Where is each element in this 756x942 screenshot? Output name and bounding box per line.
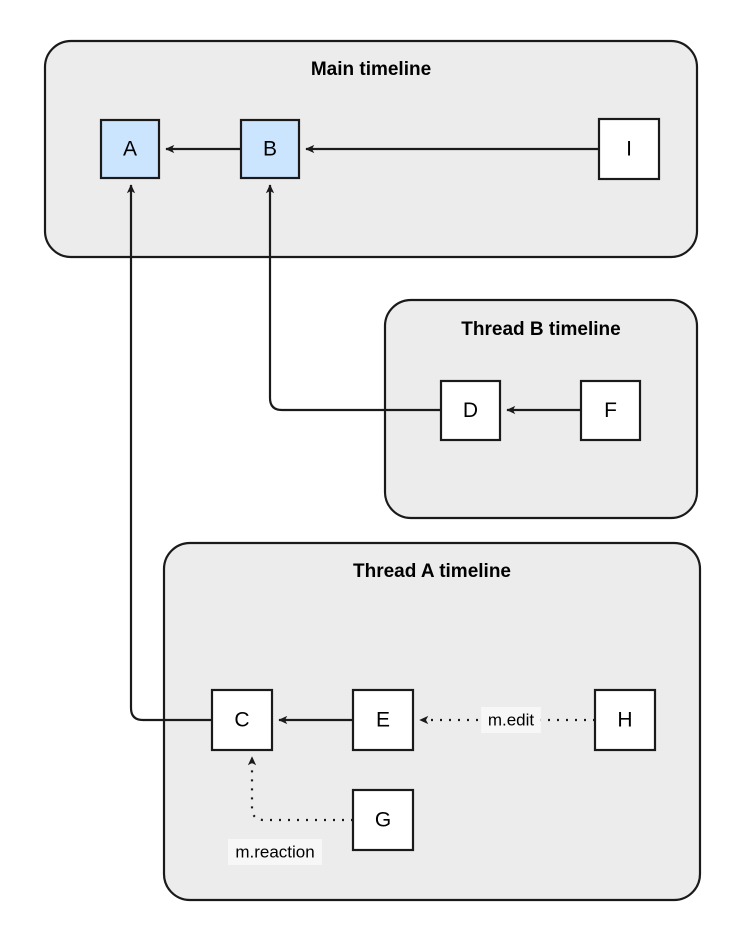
node-label-I: I [626,138,632,161]
node-box-A[interactable] [99,118,161,180]
timeline-group-thread-a: Thread A timeline [162,541,702,902]
event-node-A[interactable]: A [99,118,161,180]
group-title-main: Main timeline [311,59,431,80]
group-background-thread-a [162,541,702,902]
node-label-E: E [376,709,390,732]
node-box-F[interactable] [579,379,642,442]
event-node-G[interactable]: G [351,788,415,852]
event-node-D[interactable]: D [439,379,502,442]
node-label-F: F [604,399,617,422]
node-box-H[interactable] [593,688,657,752]
node-label-C: C [234,709,249,732]
node-label-A: A [123,138,137,161]
edges-layer [126,144,599,822]
edge-label-text-G-to-C: m.reaction [235,842,314,861]
edge-label-background-G-to-C [228,839,322,865]
group-title-thread-a: Thread A timeline [353,561,511,582]
edge-labels-layer: m.edit m.reaction [228,707,541,865]
event-node-C[interactable]: C [210,688,274,752]
event-nodes: A B I D F C E H G [99,117,661,852]
node-label-H: H [617,709,632,732]
event-node-E[interactable]: E [351,688,415,752]
event-node-I[interactable]: I [597,117,661,181]
event-node-B[interactable]: B [239,118,301,180]
node-box-I[interactable] [597,117,661,181]
node-box-D[interactable] [439,379,502,442]
edge-label-text-H-to-E: m.edit [488,710,535,729]
edge-G-to-C [247,756,353,822]
node-label-B: B [263,138,277,161]
event-node-F[interactable]: F [579,379,642,442]
node-box-B[interactable] [239,118,301,180]
node-box-C[interactable] [210,688,274,752]
node-label-G: G [375,809,391,832]
edge-label-background-H-to-E [481,707,541,733]
edge-C-to-A [126,184,212,722]
node-box-E[interactable] [351,688,415,752]
node-box-G[interactable] [351,788,415,852]
edge-label-H-to-E: m.edit [481,707,541,733]
edge-D-to-B [265,184,441,412]
group-title-thread-b: Thread B timeline [461,319,620,340]
edge-label-G-to-C: m.reaction [228,839,322,865]
event-node-H[interactable]: H [593,688,657,752]
node-label-D: D [463,399,478,422]
